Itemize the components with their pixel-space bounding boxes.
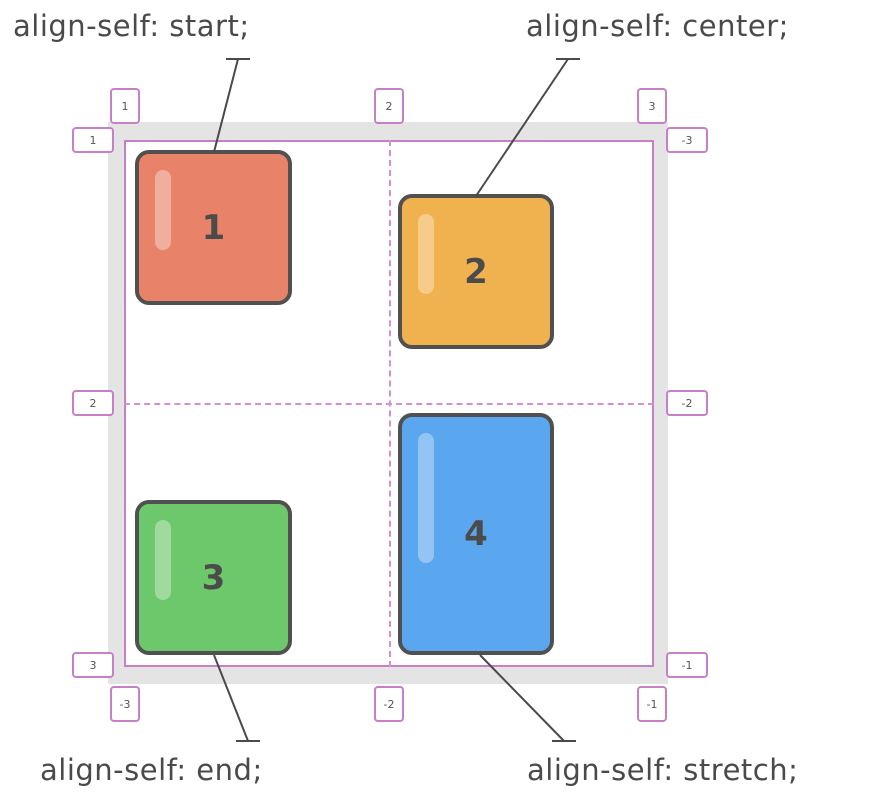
item-label: 1 <box>201 207 226 248</box>
row-line-marker: 3 <box>72 652 114 678</box>
item-label: 3 <box>201 557 226 598</box>
grid-item-1: 1 <box>135 150 292 305</box>
item-label: 4 <box>464 514 488 554</box>
caption-align-stretch: align-self: stretch; <box>527 753 799 787</box>
leader-line-start <box>213 58 239 153</box>
column-line-marker: 2 <box>374 88 404 124</box>
row-line-marker: -1 <box>666 652 708 678</box>
item-highlight <box>418 433 434 563</box>
grid-item-2: 2 <box>398 194 554 349</box>
row-line-marker: 1 <box>72 127 114 153</box>
leader-line-stretch <box>479 654 565 742</box>
row-line-marker: 2 <box>72 390 114 416</box>
item-highlight <box>418 214 434 294</box>
column-line-marker: 1 <box>110 88 140 124</box>
item-highlight <box>155 520 171 600</box>
item-highlight <box>155 170 171 250</box>
leader-line-end <box>213 654 249 742</box>
row-line-marker: -3 <box>666 127 708 153</box>
caption-align-start: align-self: start; <box>13 9 250 43</box>
grid-item-3: 3 <box>135 500 292 655</box>
caption-align-end: align-self: end; <box>40 753 263 787</box>
leader-line-center <box>475 58 569 197</box>
column-line-marker: -1 <box>637 686 667 722</box>
grid-item-4: 4 <box>398 413 554 655</box>
column-line-marker: -3 <box>110 686 140 722</box>
column-line-2 <box>389 140 391 667</box>
item-label: 2 <box>464 251 488 292</box>
row-line-marker: -2 <box>666 390 708 416</box>
column-line-marker: -2 <box>374 686 404 722</box>
column-line-marker: 3 <box>637 88 667 124</box>
caption-align-center: align-self: center; <box>526 9 789 43</box>
